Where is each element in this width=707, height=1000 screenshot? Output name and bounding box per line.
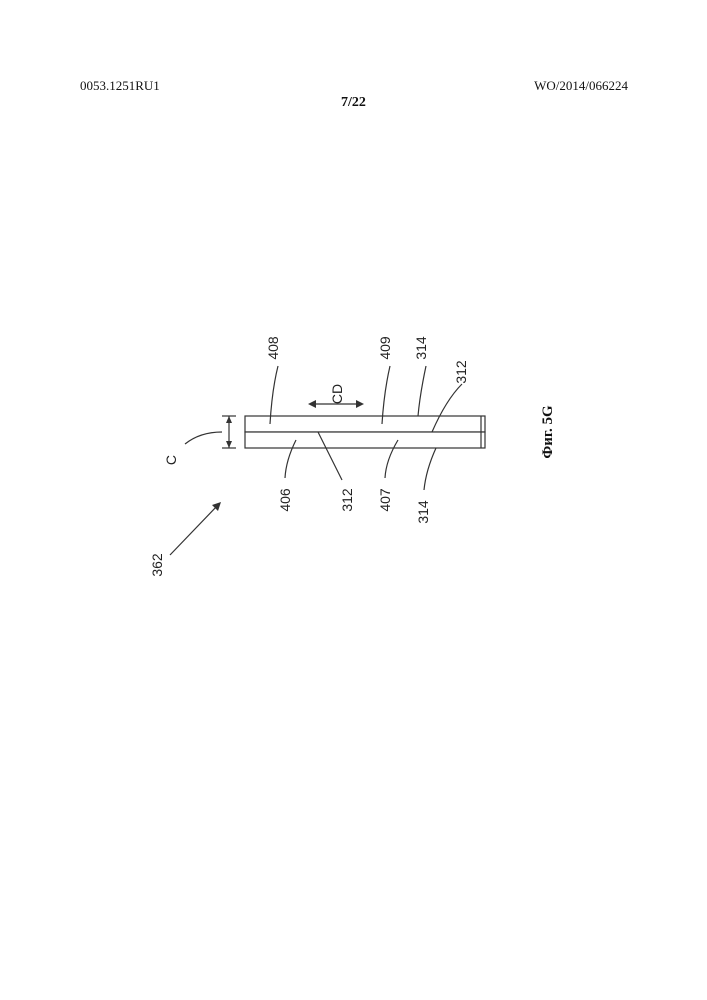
leader-314-top: [418, 366, 426, 416]
bottom-layer: [245, 432, 485, 448]
label-314-bottom: 314: [415, 500, 431, 524]
leader-409: [382, 366, 390, 424]
label-407: 407: [377, 488, 393, 512]
label-406: 406: [277, 488, 293, 512]
label-362: 362: [149, 553, 165, 577]
top-layer: [245, 416, 485, 432]
label-c: C: [163, 455, 179, 465]
label-312-bottom: 312: [339, 488, 355, 512]
arrow-362: [170, 502, 221, 555]
thickness-dimension: [222, 416, 236, 448]
label-408: 408: [265, 336, 281, 360]
label-312-top: 312: [453, 360, 469, 384]
label-409: 409: [377, 336, 393, 360]
label-314-top: 314: [413, 336, 429, 360]
figure-caption: Фиг. 5G: [540, 405, 556, 459]
leader-314-bottom: [424, 448, 436, 490]
c-leader: [185, 432, 222, 444]
leader-408: [270, 366, 278, 424]
label-cd: CD: [329, 384, 345, 404]
